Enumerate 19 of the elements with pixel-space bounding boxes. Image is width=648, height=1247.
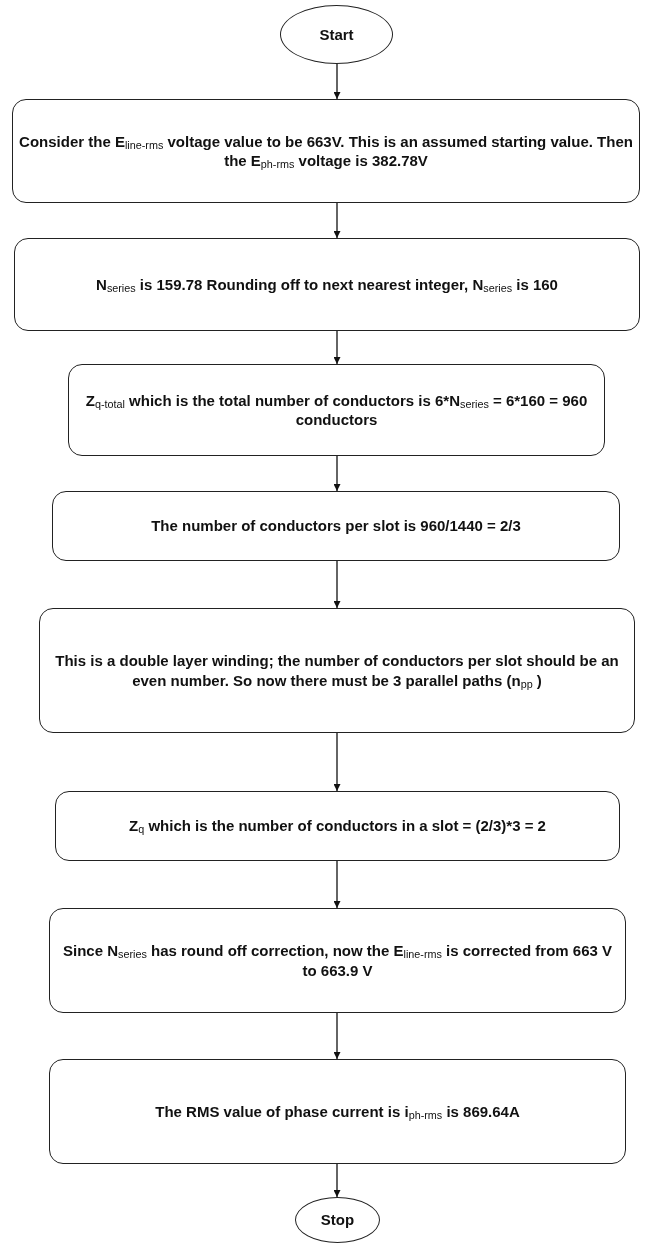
- arrow: [333, 860, 341, 909]
- terminal-ellipse: Start: [280, 5, 393, 64]
- arrow: [333, 560, 341, 609]
- arrow: [333, 63, 341, 100]
- arrow: [333, 1012, 341, 1060]
- arrow: [333, 1163, 341, 1198]
- arrow: [333, 732, 341, 792]
- process-box: Z$_{q-total}$ which is the total number of conductors is 6*N$_{series}$ = 6*160 = 960 conductors: [68, 364, 605, 456]
- process-box: The number of conductors per slot is 960/1440 = 2/3: [52, 491, 620, 561]
- arrow: [333, 202, 341, 239]
- process-box: Since N$_{series}$ has round off correction, now the E$_{line-rms}$ is corrected from 663 V to 663.9 V: [49, 908, 626, 1013]
- terminal-ellipse: Stop: [295, 1197, 380, 1243]
- process-box: Consider the E$_{line-rms}$ voltage value to be 663V. This is an assumed starting value. Then the E$_{ph-rms}$ voltage is 382.78V: [12, 99, 640, 203]
- arrow: [333, 455, 341, 492]
- process-box: N$_{series}$ is 159.78 Rounding off to next nearest integer, N$_{series}$ is 160: [14, 238, 640, 331]
- process-box: The RMS value of phase current is i$_{ph-rms}$ is 869.64A: [49, 1059, 626, 1164]
- process-box: Z$_{q}$ which is the number of conductors in a slot = (2/3)*3 = 2: [55, 791, 620, 861]
- process-box: This is a double layer winding; the number of conductors per slot should be an even number. So now there must be 3 parallel paths (n$_{pp}$ ): [39, 608, 635, 733]
- arrow: [333, 330, 341, 365]
